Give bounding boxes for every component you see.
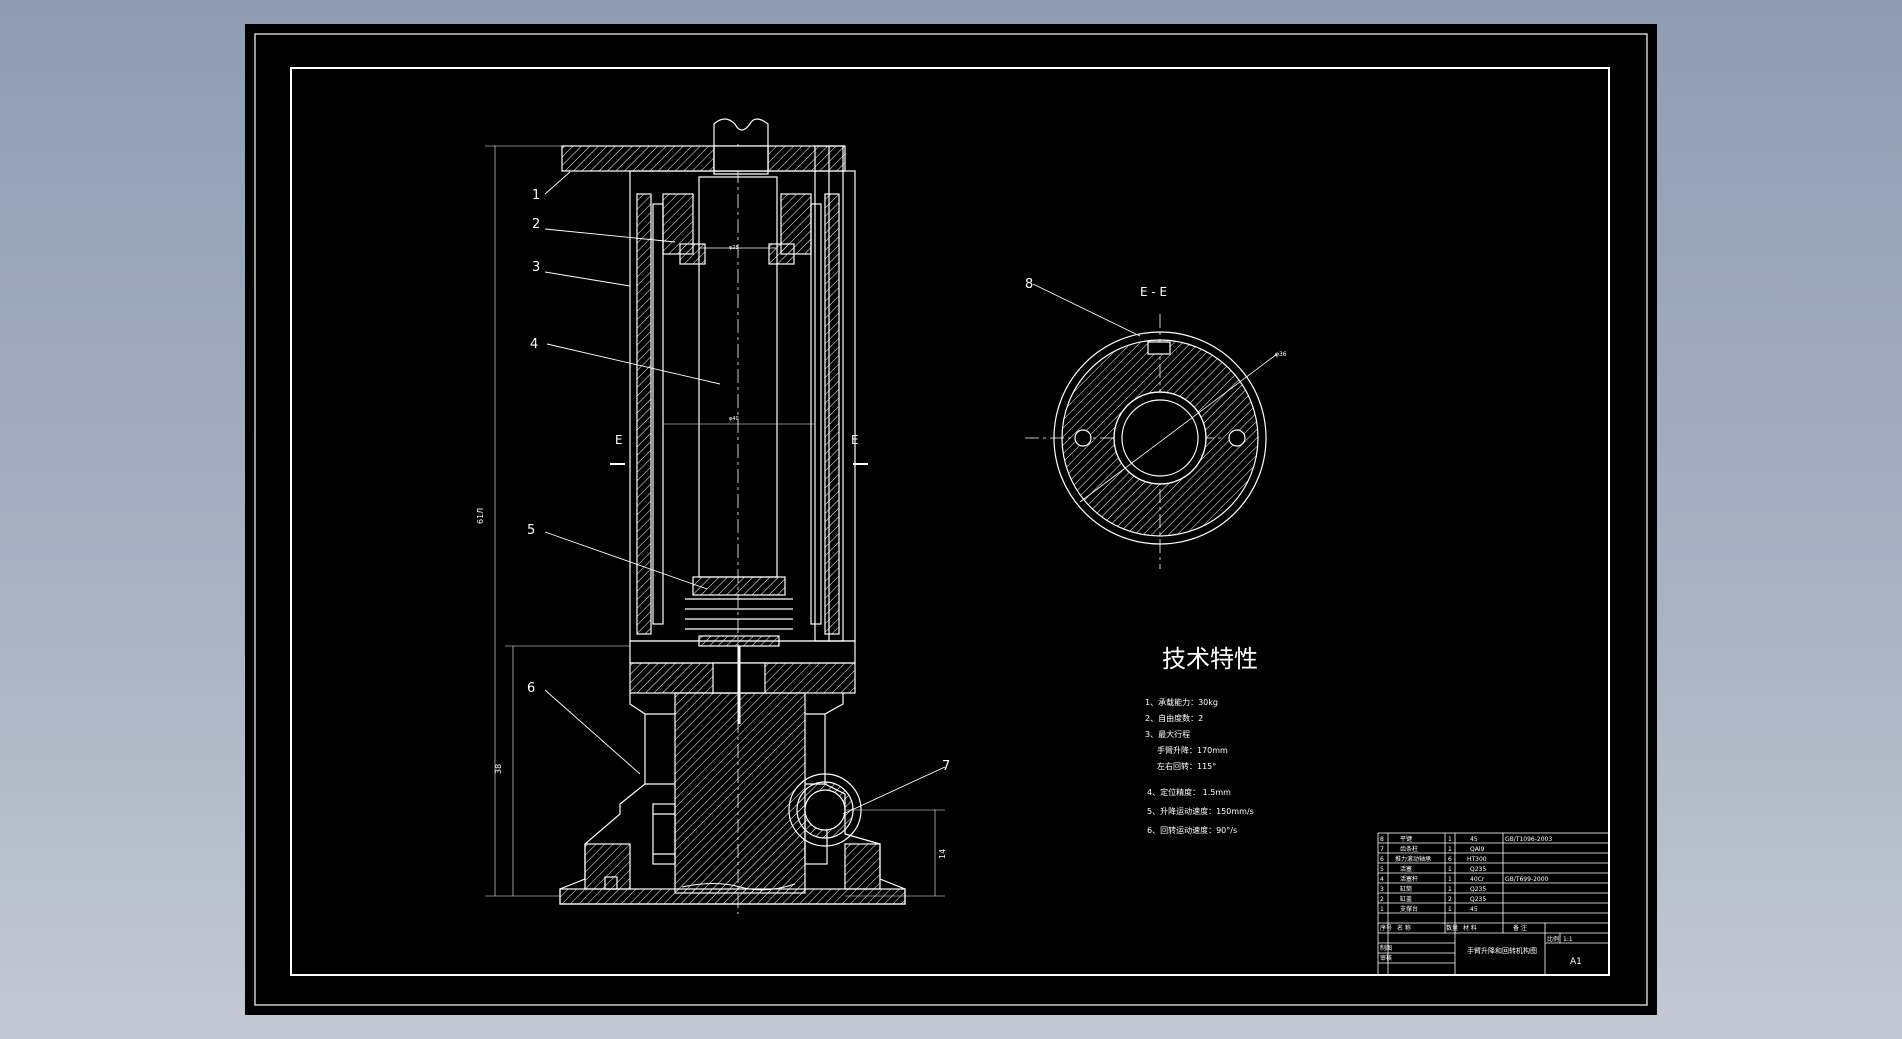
svg-text:GB/T1096-2003: GB/T1096-2003 <box>1505 836 1552 843</box>
svg-text:齿条柱: 齿条柱 <box>1400 845 1418 853</box>
svg-text:QAl9: QAl9 <box>1470 846 1484 853</box>
designer-label: 制图 <box>1380 944 1392 952</box>
svg-text:活塞杆: 活塞杆 <box>1400 875 1418 883</box>
table-row: 5 活塞 1 Q235 <box>1380 865 1486 873</box>
table-row: 4 活塞杆 1 40Cr GB/T699-2000 <box>1380 875 1549 883</box>
svg-text:序号: 序号 <box>1380 924 1392 932</box>
table-row: 2 缸盖 2 Q235 <box>1380 895 1486 903</box>
callout-3: 3 <box>532 260 540 275</box>
specs-list: 1、承载能力：30kg 2、自由度数：2 3、最大行程 手臂升降：170mm 左… <box>1145 697 1254 835</box>
svg-text:缸盖: 缸盖 <box>1400 895 1412 903</box>
svg-text:6: 6 <box>1448 856 1452 863</box>
callout-8: 8 <box>1025 277 1033 292</box>
table-row: 1 支撑台 1 45 <box>1380 905 1478 913</box>
drawing-canvas: 61Л 38 14 φ25 φ40 E E 1 2 3 4 5 6 <box>254 33 1648 1006</box>
svg-text:2: 2 <box>1380 896 1384 903</box>
cut-marker-right: E <box>851 433 859 447</box>
svg-text:活塞: 活塞 <box>1400 865 1412 873</box>
drawing-sheet: 61Л 38 14 φ25 φ40 E E 1 2 3 4 5 6 <box>245 24 1657 1015</box>
svg-text:2: 2 <box>1448 896 1452 903</box>
dimension-inner-b: φ40 <box>729 416 739 422</box>
specs-title: 技术特性 <box>1162 645 1258 673</box>
svg-text:Q235: Q235 <box>1470 866 1486 873</box>
svg-text:Q235: Q235 <box>1470 886 1486 893</box>
scale-value: 1:1 <box>1563 936 1573 943</box>
svg-text:1: 1 <box>1448 846 1452 853</box>
svg-text:4: 4 <box>1380 876 1384 883</box>
svg-text:45: 45 <box>1470 906 1478 913</box>
checker-label: 审核 <box>1380 954 1392 962</box>
dimension-height-side: 14 <box>938 849 947 859</box>
outer-border <box>254 33 1648 1006</box>
svg-text:数量: 数量 <box>1446 924 1458 932</box>
callout-2: 2 <box>532 217 540 232</box>
table-row: 6 推力滚动轴承 6 HT300 <box>1380 855 1487 863</box>
svg-text:推力滚动轴承: 推力滚动轴承 <box>1395 855 1431 863</box>
svg-text:GB/T699-2000: GB/T699-2000 <box>1505 876 1549 883</box>
spec-item: 左右回转：115° <box>1157 761 1216 771</box>
svg-text:1: 1 <box>1448 866 1452 873</box>
callout-1: 1 <box>532 188 540 203</box>
table-header-row: 序号 名 称 数量 材 料 备 注 <box>1380 924 1527 932</box>
svg-text:1: 1 <box>1448 836 1452 843</box>
title-block <box>1377 832 1610 976</box>
spec-item: 5、升降运动速度：150mm/s <box>1147 806 1254 816</box>
svg-text:6: 6 <box>1380 856 1384 863</box>
drawing-title: 手臂升降和回转机构图 <box>1467 946 1537 955</box>
spec-item: 1、承载能力：30kg <box>1145 697 1218 707</box>
table-row: 3 缸筒 1 Q235 <box>1380 885 1486 893</box>
callout-4: 4 <box>530 337 538 352</box>
dimension-diameter: φ36 <box>1275 351 1287 358</box>
main-assembly-view <box>485 118 945 914</box>
spec-item: 6、回转运动速度：90°/s <box>1147 825 1237 835</box>
svg-text:3: 3 <box>1380 886 1384 893</box>
svg-text:45: 45 <box>1470 836 1478 843</box>
svg-text:1: 1 <box>1380 906 1384 913</box>
section-e-e-view <box>1025 314 1278 569</box>
table-row: 8 平键 1 45 GB/T1096-2003 <box>1380 835 1552 843</box>
spec-item: 4、定位精度： 1.5mm <box>1147 787 1231 797</box>
svg-text:材 料: 材 料 <box>1463 924 1477 932</box>
svg-text:1: 1 <box>1448 906 1452 913</box>
callout-7: 7 <box>942 759 950 774</box>
leader-lines <box>544 171 1141 815</box>
scale-label: 比例 <box>1547 935 1559 943</box>
section-label: E - E <box>1140 285 1167 299</box>
svg-text:40Cr: 40Cr <box>1470 876 1485 883</box>
svg-text:5: 5 <box>1380 866 1384 873</box>
svg-text:名 称: 名 称 <box>1397 924 1411 932</box>
svg-text:平键: 平键 <box>1400 835 1412 843</box>
spec-item: 2、自由度数：2 <box>1145 713 1203 723</box>
svg-text:Q235: Q235 <box>1470 896 1486 903</box>
svg-text:支撑台: 支撑台 <box>1400 905 1418 913</box>
sheet-size: A1 <box>1570 957 1582 967</box>
parts-table: 8 平键 1 45 GB/T1096-2003 7 齿条柱 1 QAl9 6 推… <box>1380 835 1582 967</box>
inner-border <box>290 67 1610 976</box>
cut-marker-left: E <box>615 433 623 447</box>
svg-text:1: 1 <box>1448 876 1452 883</box>
callout-6: 6 <box>527 681 535 696</box>
dimension-inner-a: φ25 <box>729 245 739 251</box>
svg-text:8: 8 <box>1380 836 1384 843</box>
spec-item: 手臂升降：170mm <box>1157 745 1228 755</box>
svg-text:1: 1 <box>1448 886 1452 893</box>
svg-text:缸筒: 缸筒 <box>1400 885 1412 893</box>
callout-5: 5 <box>527 523 535 538</box>
dimension-height-total: 61Л <box>476 508 485 524</box>
svg-text:备 注: 备 注 <box>1513 924 1527 932</box>
svg-text:HT300: HT300 <box>1467 856 1487 863</box>
svg-text:7: 7 <box>1380 846 1384 853</box>
table-row: 7 齿条柱 1 QAl9 <box>1380 845 1484 853</box>
dimension-height-lower: 38 <box>494 764 503 774</box>
spec-item: 3、最大行程 <box>1145 729 1190 739</box>
